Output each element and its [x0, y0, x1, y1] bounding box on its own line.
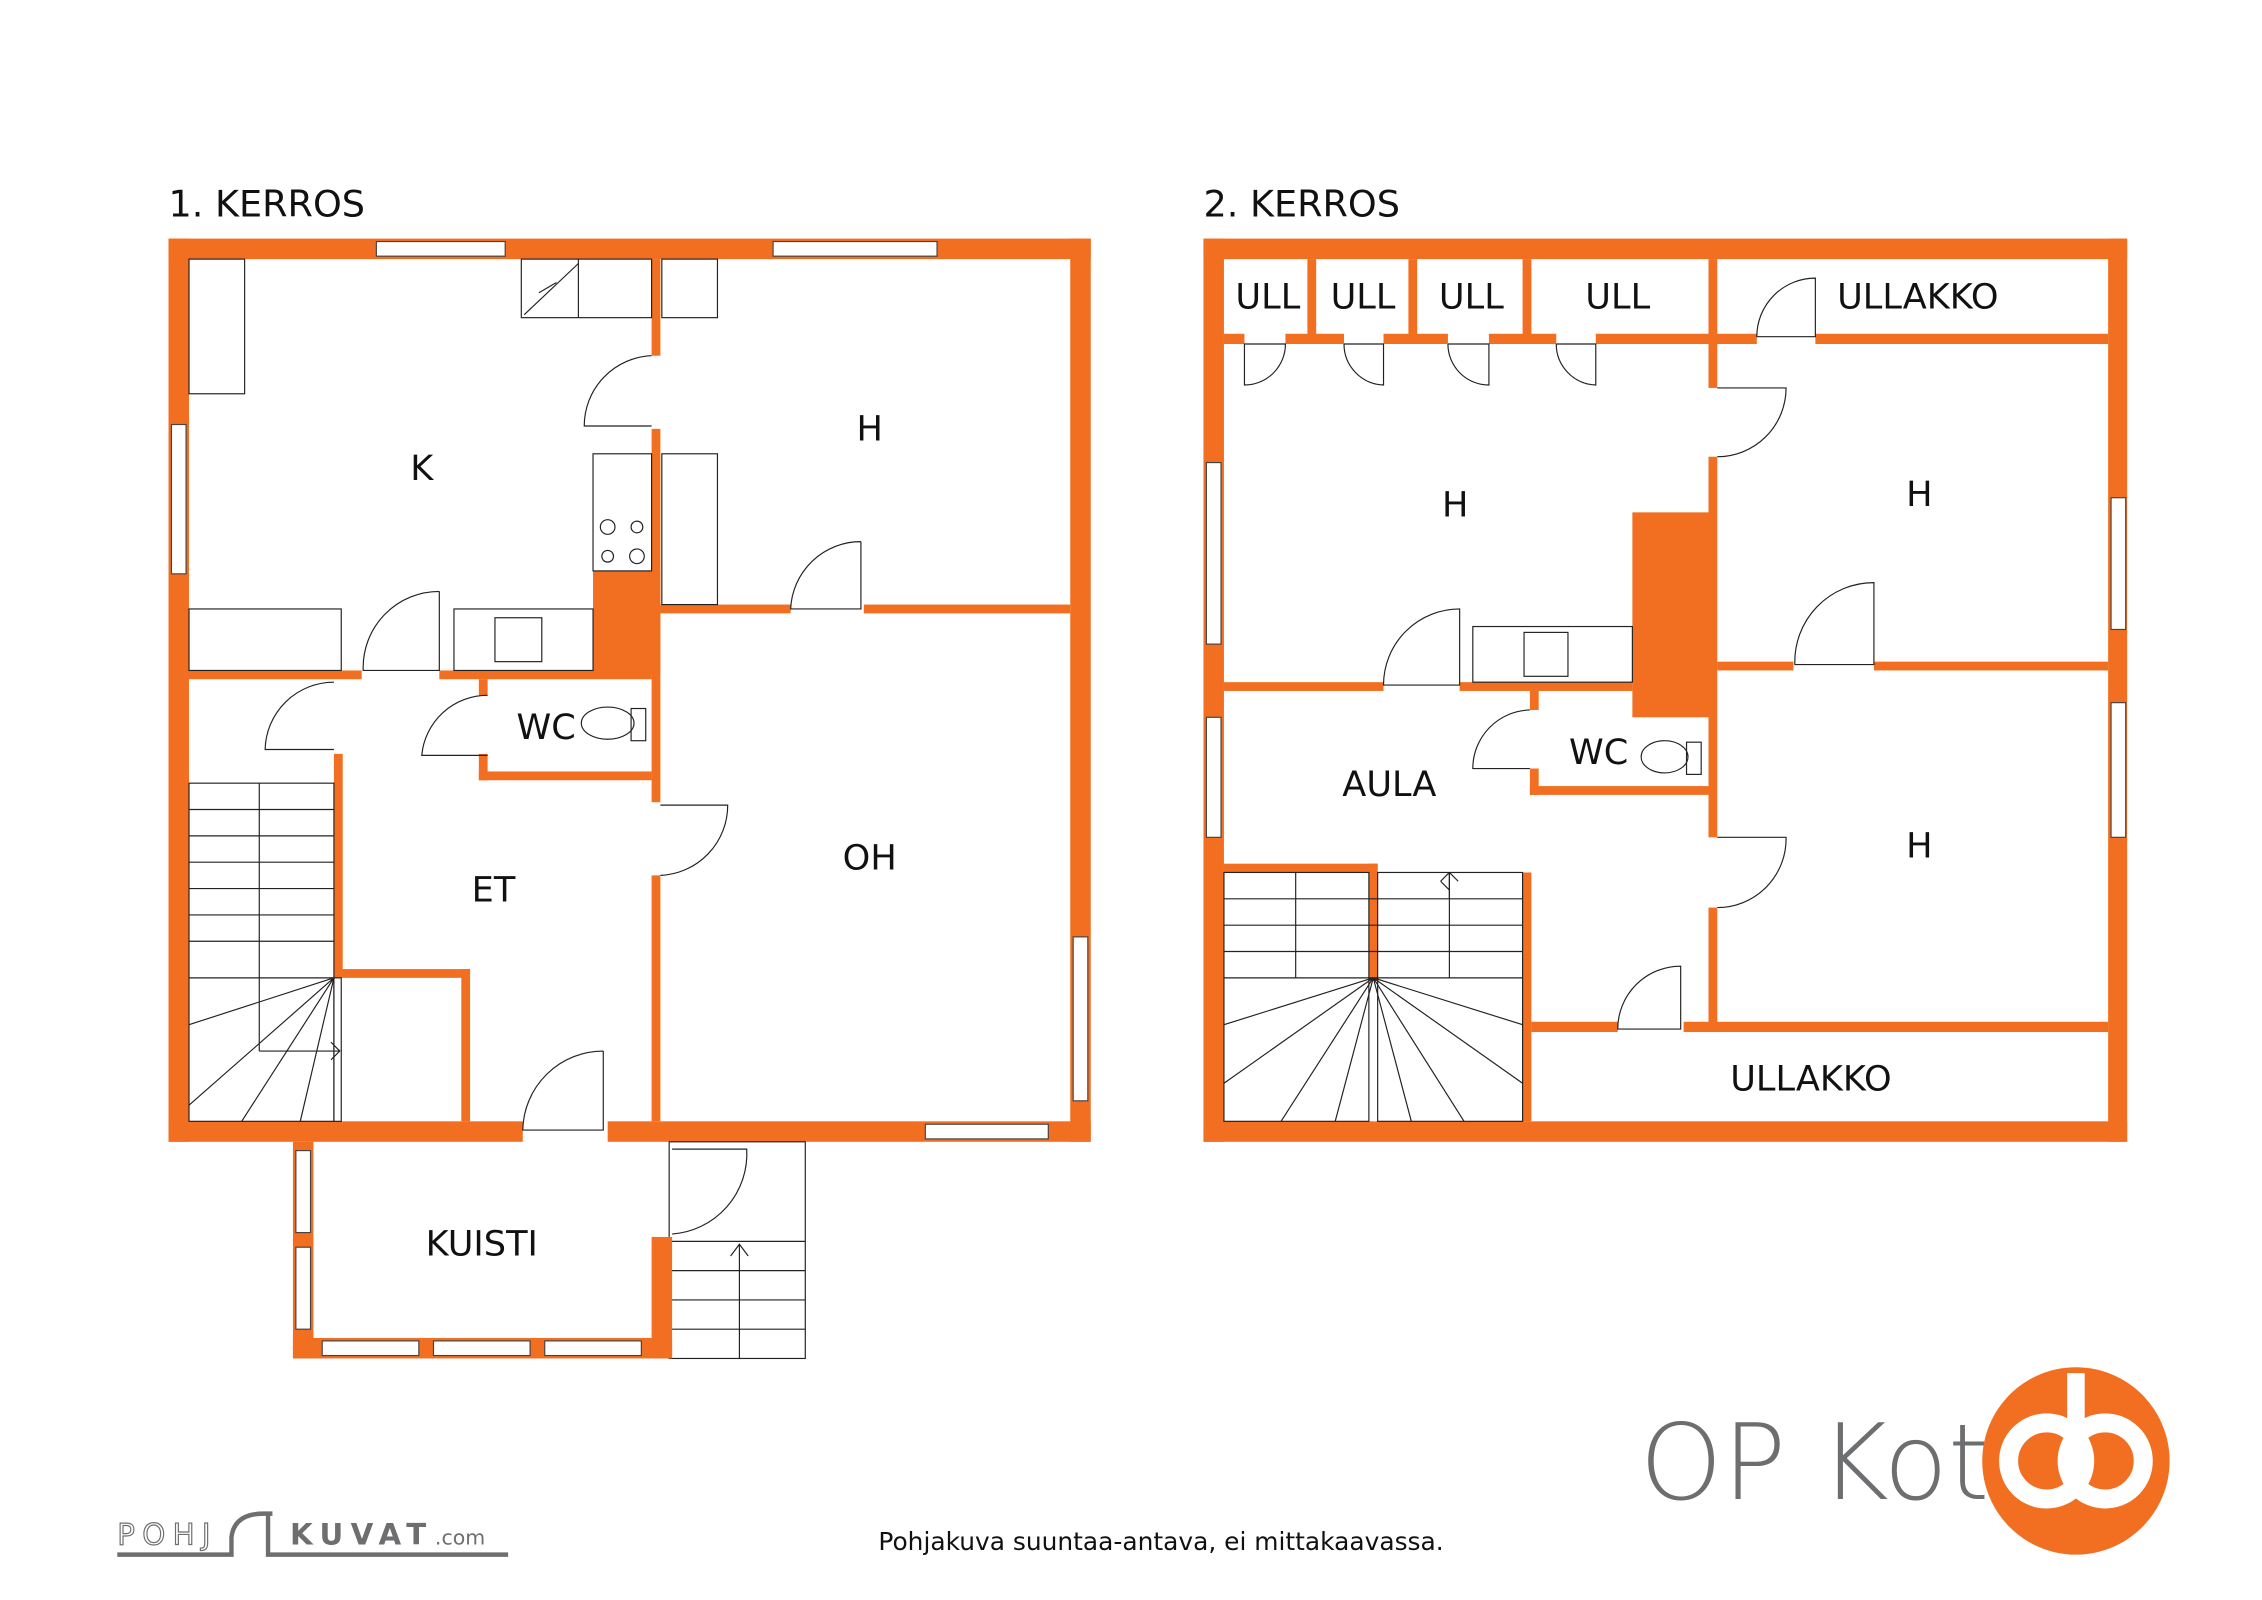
disclaimer: Pohjakuva suuntaa-antava, ei mittakaavas… — [878, 1527, 1443, 1556]
floor-2: 2. KERROS — [1203, 183, 2128, 1142]
room-label-ull-1: ULL — [1235, 277, 1300, 318]
room-label-kuisti: KUISTI — [426, 1224, 538, 1265]
pohjakuvat-com: .com — [435, 1525, 485, 1549]
floor-1: 1. KERROS — [168, 183, 1091, 1360]
windows — [170, 240, 1089, 1140]
doors — [1243, 277, 1875, 1030]
stairs-floor-2 — [1223, 871, 1524, 1122]
room-label-aula: AULA — [1342, 764, 1436, 805]
room-label-wc: WC — [1569, 732, 1628, 773]
op-logo-icon — [1982, 1367, 2170, 1555]
room-label-k: K — [410, 448, 434, 489]
room-label-oh: OH — [843, 837, 897, 878]
room-label-ullakko-top: ULLAKKO — [1837, 277, 1998, 318]
room-label-wc: WC — [517, 707, 576, 748]
floor-2-title: 2. KERROS — [1203, 183, 1399, 226]
room-label-h-right-bottom: H — [1906, 826, 1932, 867]
windows — [1205, 461, 2127, 838]
room-label-h: H — [856, 408, 882, 449]
room-label-ullakko-bottom: ULLAKKO — [1730, 1058, 1891, 1099]
pohjakuvat-logo: POHJ KUVAT .com — [117, 1511, 509, 1557]
kitchen-fixtures — [188, 258, 719, 742]
pohjakuvat-kuvat: KUVAT — [290, 1517, 434, 1551]
floor-1-title: 1. KERROS — [169, 183, 365, 226]
room-label-ull-2: ULL — [1331, 277, 1396, 318]
fixtures — [1472, 625, 1702, 775]
room-label-h-left: H — [1442, 484, 1468, 525]
room-label-ull-3: ULL — [1439, 277, 1504, 318]
room-label-h-right-top: H — [1906, 474, 1932, 515]
brand-name: OP Koti — [1640, 1401, 2019, 1524]
room-label-et: ET — [472, 869, 516, 910]
pohjakuvat-pohj: POHJ — [117, 1517, 218, 1551]
room-label-ull-4: ULL — [1585, 277, 1650, 318]
stairs-floor-1 — [188, 782, 806, 1360]
doors — [264, 355, 862, 1235]
